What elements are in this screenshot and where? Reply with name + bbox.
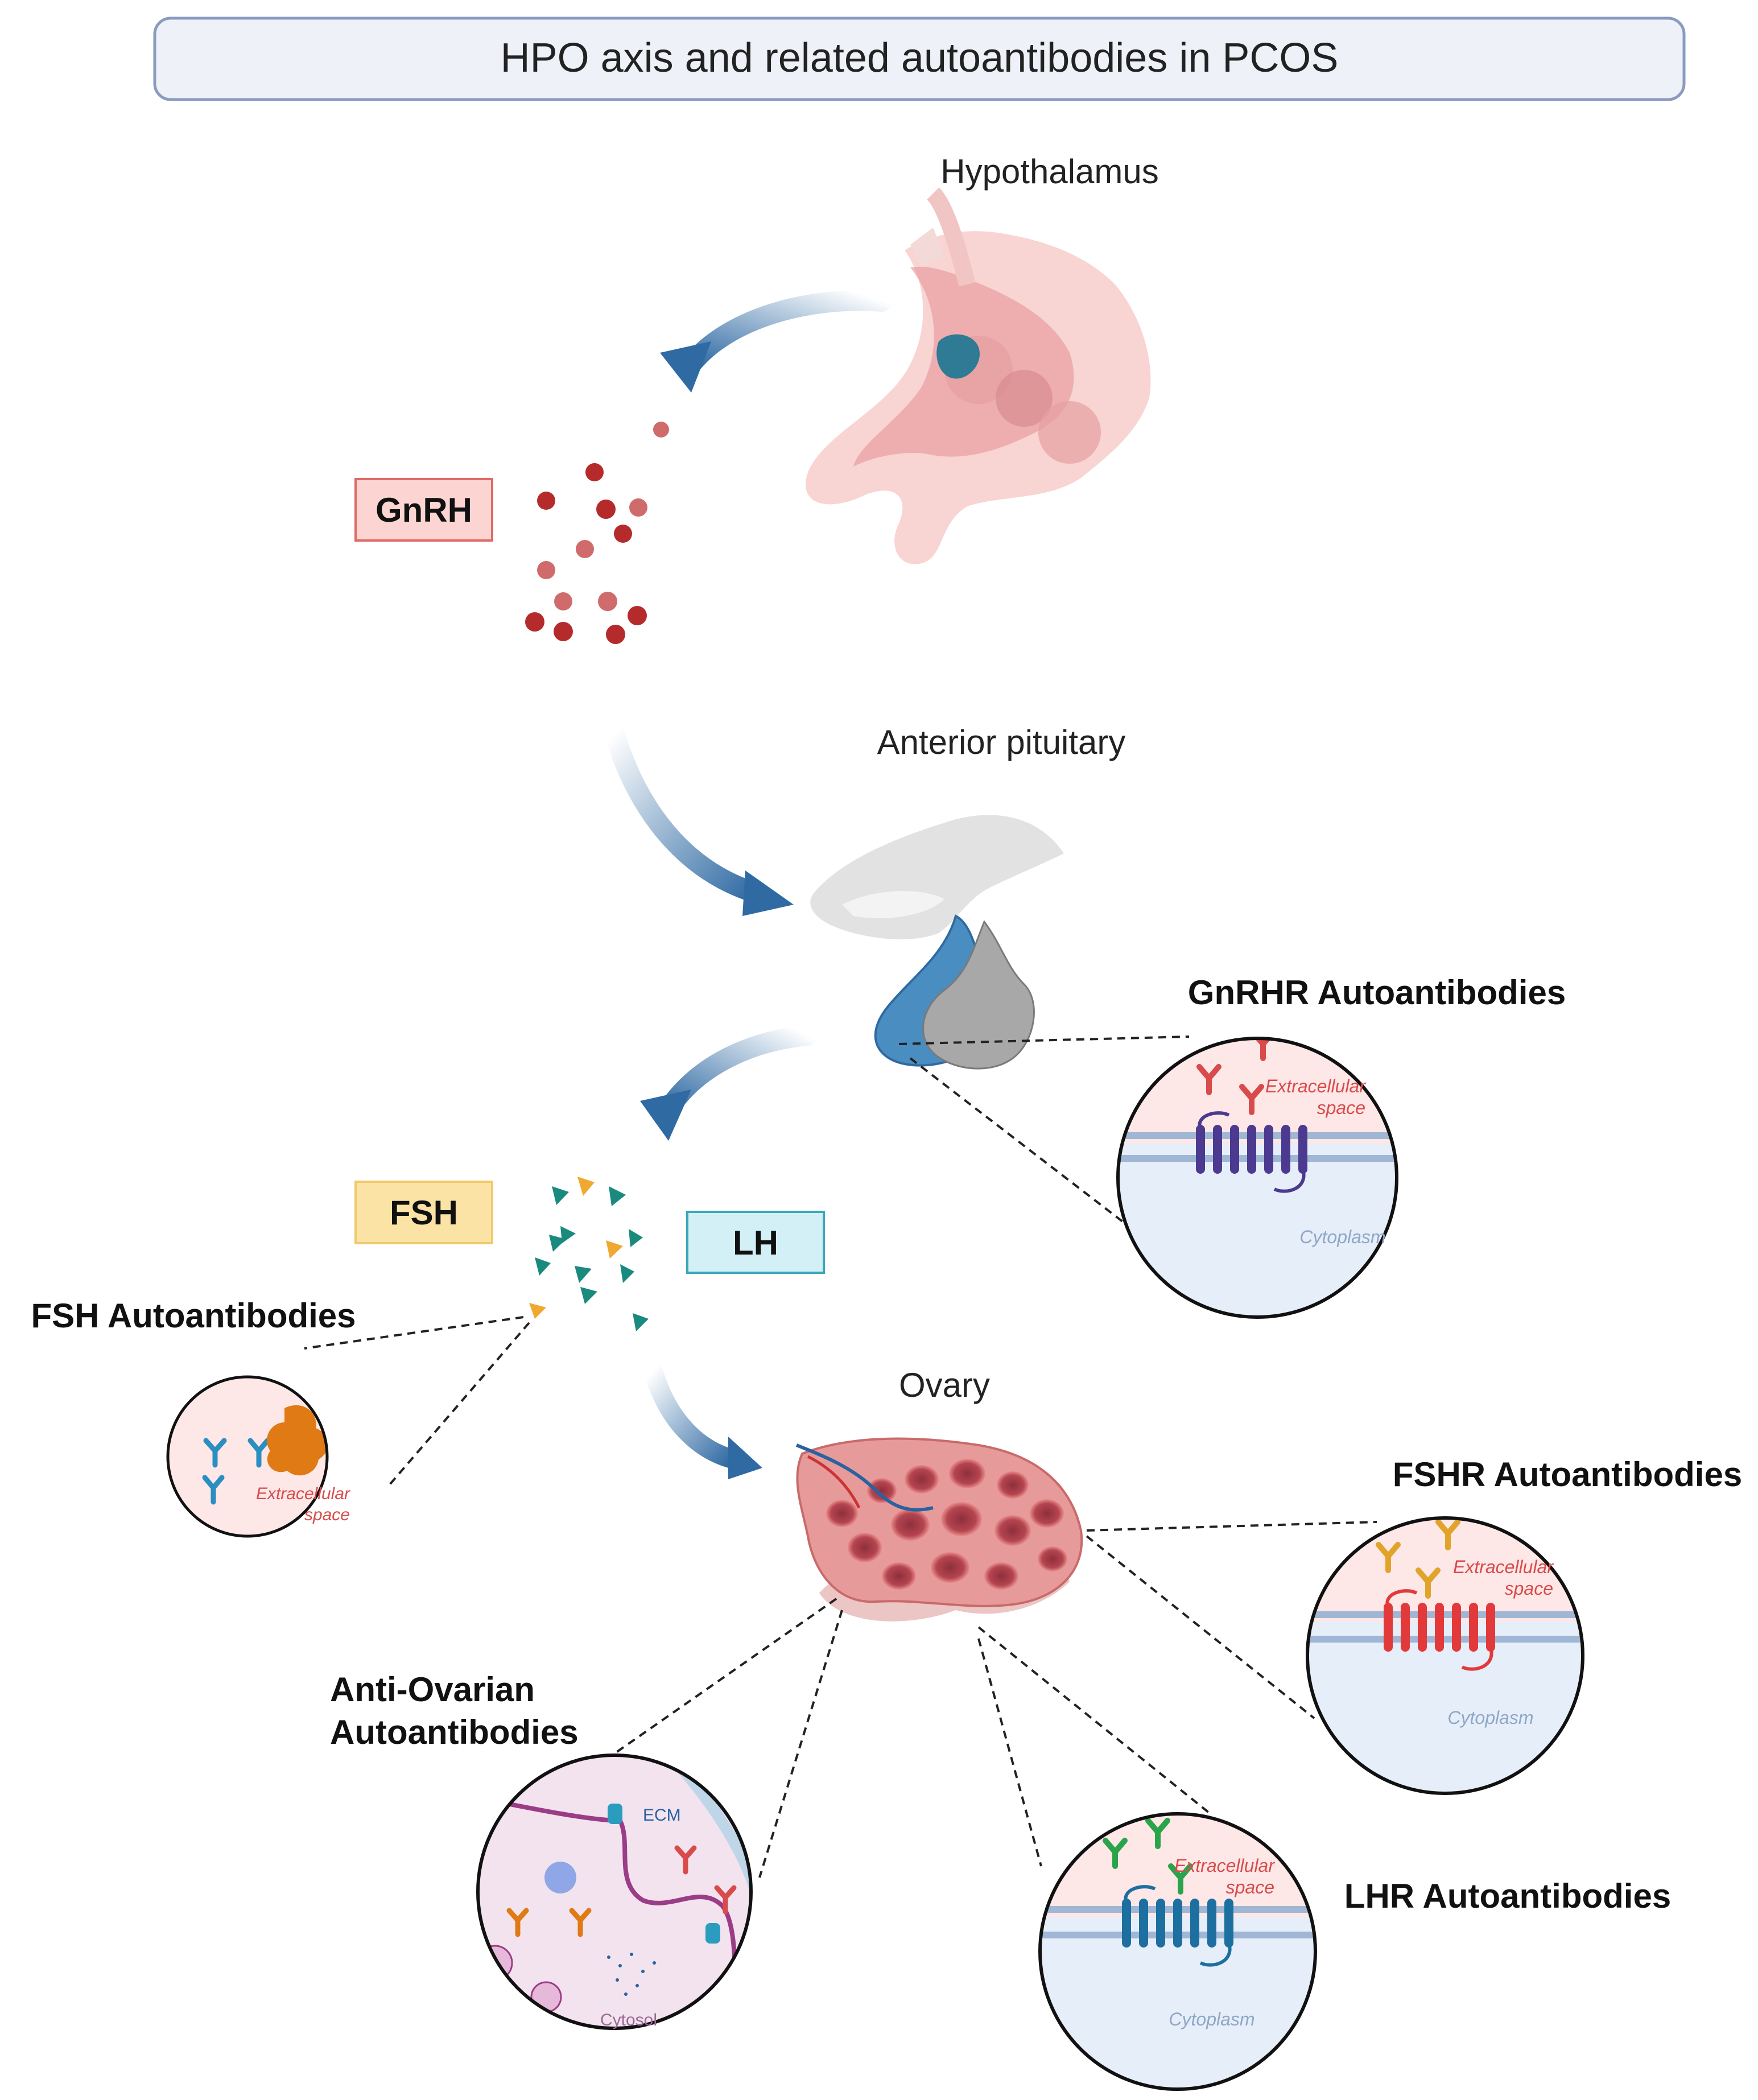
lhr-cytoplasm-text: Cytoplasm [1169, 2009, 1254, 2029]
gnrhr-inset-circle: Extracellular space Cytoplasm [1116, 1037, 1398, 1319]
fshr-autoantibodies-label: FSHR Autoantibodies [1393, 1455, 1742, 1493]
fshr-inset-circle: Extracellular space Cytoplasm [1306, 1516, 1584, 1795]
gnrhr-extracellular-text: Extracellular [1265, 1076, 1366, 1096]
lh-hormone-box: LH [686, 1211, 825, 1274]
cytosol-text: Cytosol [600, 2011, 657, 2029]
fshr-space-text: space [1505, 1578, 1553, 1599]
ovary-label: Ovary [899, 1366, 990, 1404]
anti-ovarian-inset-circle: ECM Cytosol [476, 1754, 753, 2030]
title-box: HPO axis and related autoantibodies in P… [153, 16, 1686, 101]
gnrhr-cytoplasm-text: Cytoplasm [1299, 1227, 1385, 1247]
gnrh-particles [525, 422, 669, 644]
fsh-ab-extracellular-text: Extracellular [256, 1484, 350, 1503]
fsh-ab-dashed-connectors [304, 1316, 530, 1489]
arrow-gnrh-to-pituitary [604, 724, 794, 916]
diagram-title: HPO axis and related autoantibodies in P… [501, 35, 1339, 81]
gnrhr-space-text: space [1317, 1098, 1365, 1118]
lhr-inset-circle: Extracellular space Cytoplasm [1038, 1812, 1317, 2091]
anti-ovarian-label-line2: Autoantibodies [330, 1713, 579, 1751]
fsh-hormone-box: FSH [354, 1181, 493, 1244]
ecm-text: ECM [643, 1806, 681, 1825]
lh-label: LH [733, 1224, 778, 1262]
arrow-hormones-to-ovary [643, 1362, 762, 1479]
anti-ovarian-dashed-connectors [591, 1598, 843, 1878]
arrow-pituitary-to-hormones [640, 1025, 818, 1141]
hypothalamus-illustration [806, 187, 1151, 564]
pituitary-illustration [810, 815, 1064, 1070]
pituitary-label: Anterior pituitary [877, 723, 1126, 761]
hypothalamus-label: Hypothalamus [940, 152, 1159, 191]
ovary-illustration [795, 1437, 1083, 1622]
lhr-dashed-connectors [977, 1626, 1213, 1867]
gnrhr-autoantibodies-label: GnRHR Autoantibodies [1188, 973, 1566, 1012]
lhr-space-text: space [1226, 1877, 1274, 1897]
fsh-ab-space-text: space [304, 1505, 350, 1524]
arrow-hypothalamus-to-gnrh [660, 290, 892, 393]
gnrh-hormone-box: GnRH [354, 478, 493, 542]
fshr-cytoplasm-text: Cytoplasm [1447, 1707, 1533, 1728]
fshr-extracellular-text: Extracellular [1453, 1557, 1554, 1577]
fsh-lh-particles [529, 1177, 649, 1331]
anti-ovarian-label-line1: Anti-Ovarian [330, 1670, 535, 1709]
fsh-ab-inset-circle: Extracellular space [166, 1375, 350, 1538]
fsh-label: FSH [390, 1194, 458, 1232]
lhr-autoantibodies-label: LHR Autoantibodies [1344, 1877, 1671, 1915]
fshr-dashed-connectors [1086, 1521, 1377, 1719]
gnrhr-dashed-connectors [898, 1035, 1190, 1230]
fsh-autoantibodies-label: FSH Autoantibodies [31, 1297, 356, 1335]
lhr-extracellular-text: Extracellular [1174, 1855, 1275, 1876]
gnrh-label: GnRH [375, 491, 472, 529]
